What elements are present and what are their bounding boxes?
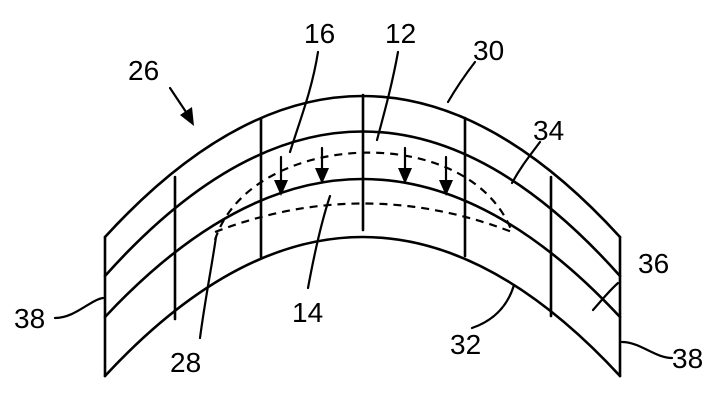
down-arrow-icon bbox=[274, 155, 288, 196]
down-arrow-icon bbox=[398, 146, 412, 184]
down-arrow-icon bbox=[315, 146, 329, 184]
ref-label-28: 28 bbox=[170, 347, 201, 378]
dashed-outline-upper bbox=[213, 151, 514, 241]
load-arrows bbox=[274, 146, 453, 196]
leader-lines bbox=[53, 50, 674, 360]
ref-label-16: 16 bbox=[304, 18, 335, 49]
leader-38-right bbox=[620, 340, 674, 360]
inner-bottom-curve bbox=[103, 235, 622, 378]
leader-12 bbox=[375, 50, 400, 142]
ref-label-38-right: 38 bbox=[672, 343, 703, 374]
leader-36 bbox=[591, 281, 620, 312]
leader-28 bbox=[198, 235, 218, 340]
leader-16 bbox=[288, 50, 320, 154]
leader-34 bbox=[510, 140, 542, 185]
ref-label-32: 32 bbox=[450, 329, 481, 360]
down-arrow-icon bbox=[439, 155, 453, 196]
ref-label-34: 34 bbox=[533, 115, 564, 146]
leader-38-left bbox=[53, 296, 105, 320]
leader-14 bbox=[306, 194, 332, 290]
leader-32 bbox=[470, 283, 516, 330]
leader-30 bbox=[446, 60, 477, 104]
ref-label-36: 36 bbox=[638, 248, 669, 279]
arrow-26-icon bbox=[168, 86, 194, 126]
ref-label-26: 26 bbox=[128, 55, 159, 86]
ref-label-38-left: 38 bbox=[14, 303, 45, 334]
segment-dividers bbox=[173, 93, 553, 321]
ref-label-14: 14 bbox=[292, 297, 323, 328]
ref-label-30: 30 bbox=[473, 35, 504, 66]
ref-label-12: 12 bbox=[385, 18, 416, 49]
